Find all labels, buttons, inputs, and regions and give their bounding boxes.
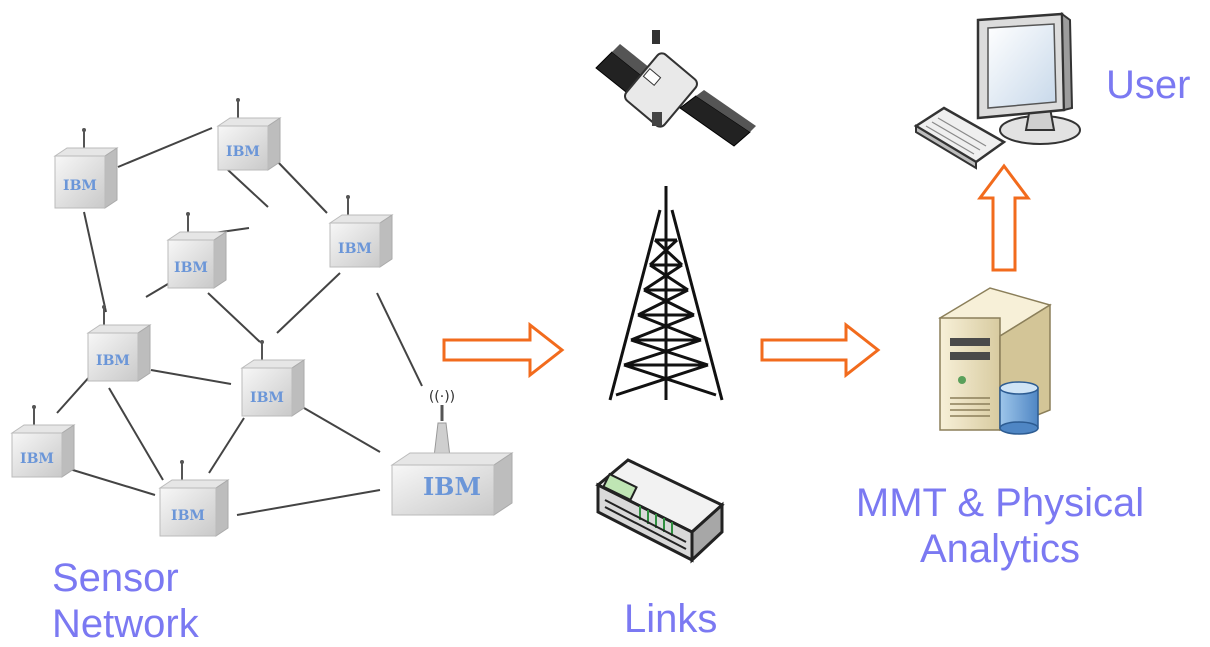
- sensor-network-label-line2: Network: [52, 602, 199, 646]
- svg-text:IBM: IBM: [338, 241, 372, 257]
- sensor-node: IBM: [216, 98, 282, 171]
- user-label: User: [1106, 63, 1191, 107]
- svg-text:IBM: IBM: [96, 353, 130, 369]
- arrow-to-links: [442, 321, 565, 379]
- mmt-analytics-label: MMT & Physical Analytics: [830, 480, 1170, 572]
- radio-waves-icon: ((·)): [429, 389, 455, 405]
- sensor-network-label-line1: Sensor: [52, 556, 179, 600]
- sensor-node: IBM: [10, 405, 76, 478]
- svg-text:IBM: IBM: [423, 472, 481, 501]
- desktop-computer-icon: [976, 11, 1081, 145]
- sensor-node: IBM: [158, 460, 230, 537]
- database-icon: [999, 381, 1039, 435]
- sensor-node: IBM: [53, 128, 119, 209]
- radio-tower-icon: [608, 186, 724, 401]
- links-label: Links: [624, 597, 718, 641]
- gateway-sensor: ((·)) IBM: [390, 389, 514, 516]
- svg-text:IBM: IBM: [171, 508, 205, 524]
- svg-text:IBM: IBM: [250, 390, 284, 406]
- sensor-node: IBM: [166, 212, 228, 289]
- mmt-analytics-label-line2: Analytics: [919, 527, 1081, 571]
- svg-text:IBM: IBM: [226, 144, 260, 160]
- sensor-node: IBM: [240, 340, 306, 417]
- svg-text:IBM: IBM: [63, 178, 97, 194]
- arrow-to-user: [977, 163, 1031, 272]
- sensor-node: IBM: [86, 305, 152, 382]
- sensor-network-label: Sensor Network: [52, 555, 199, 647]
- keyboard-icon: [913, 106, 1007, 170]
- svg-text:IBM: IBM: [174, 260, 208, 276]
- svg-text:IBM: IBM: [20, 451, 54, 467]
- mmt-analytics-label-line1: MMT & Physical: [855, 481, 1145, 525]
- sensor-links: [56, 127, 423, 516]
- satellite-icon: [595, 30, 756, 147]
- arrow-to-analytics: [760, 321, 881, 379]
- modem-icon: [595, 458, 725, 564]
- sensor-node: IBM: [328, 195, 394, 268]
